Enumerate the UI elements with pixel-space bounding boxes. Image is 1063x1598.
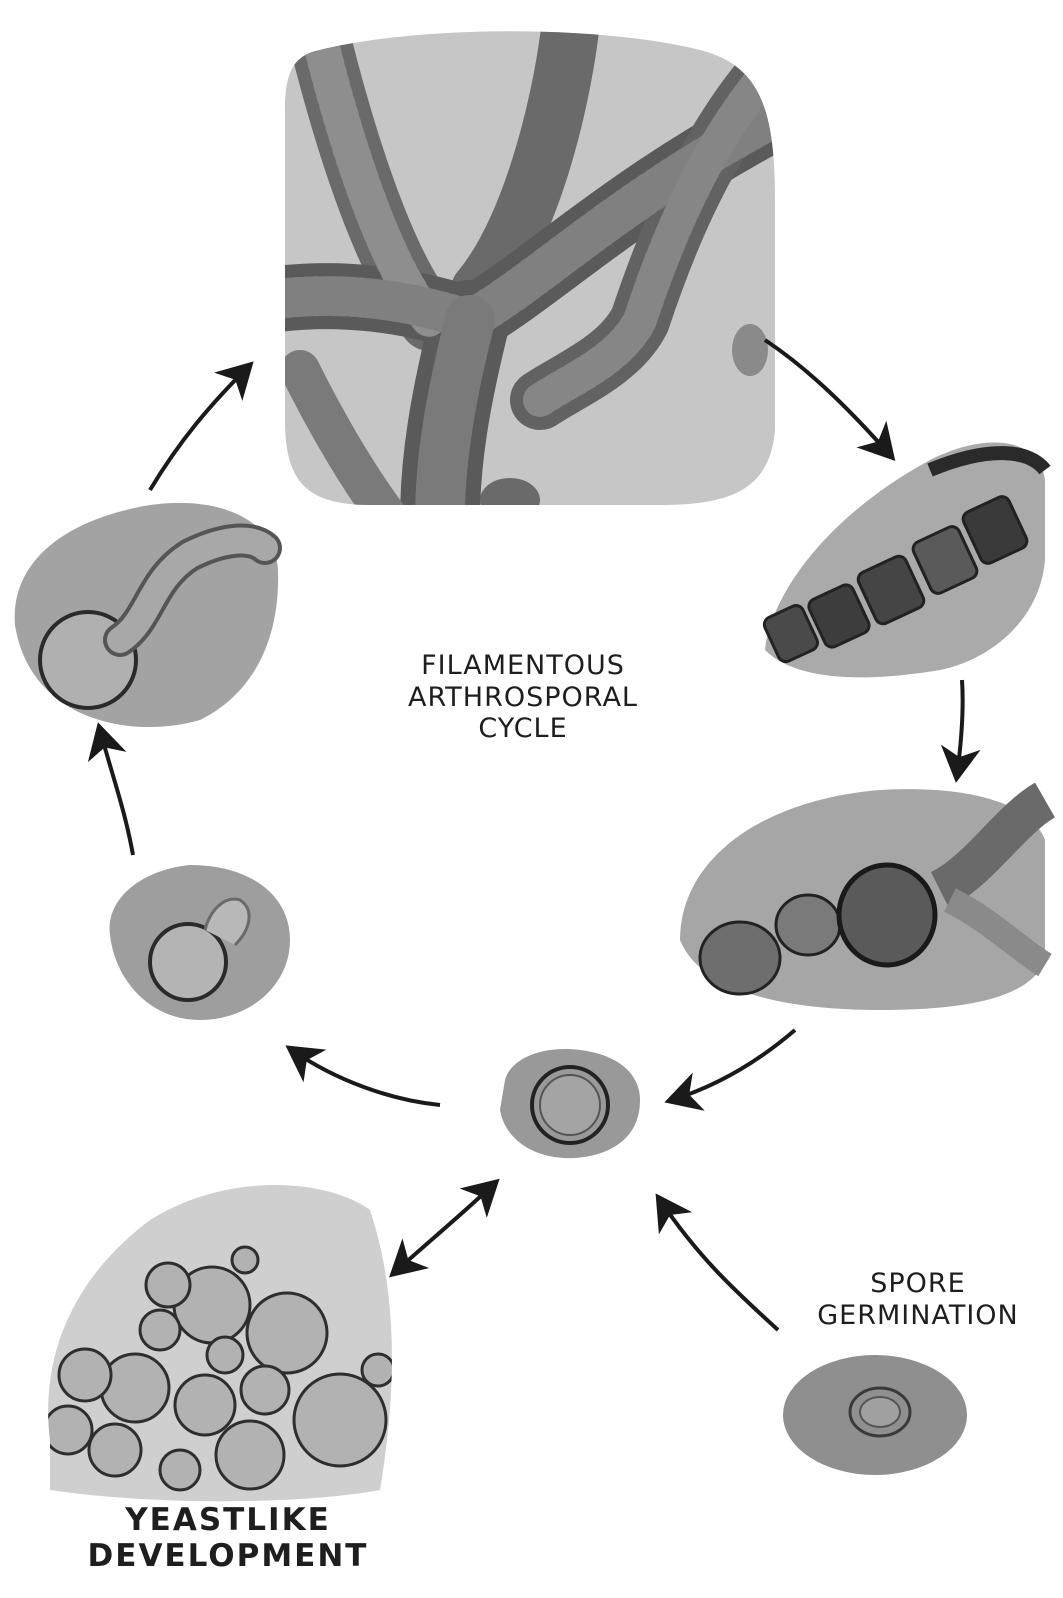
arrow-chain-to-rounding xyxy=(957,680,963,775)
label-line: FILAMENTOUS xyxy=(368,650,678,682)
hyphae-micrograph xyxy=(270,30,775,522)
label-line: GERMINATION xyxy=(798,1300,1038,1332)
spore-micrograph xyxy=(500,1049,640,1158)
label-line: SPORE xyxy=(798,1268,1038,1300)
arrow-emerging-to-elongated xyxy=(100,730,133,855)
arrow-elongated-to-hyphae xyxy=(150,367,248,490)
arrow-hyphae-to-chain xyxy=(765,340,890,455)
yeastlike-development-label: YEASTLIKE DEVELOPMENT xyxy=(78,1502,378,1575)
arthrospore-chain-micrograph xyxy=(762,443,1045,678)
germ-tube-emerging-micrograph xyxy=(110,865,290,1020)
germ-tube-elongated-micrograph xyxy=(15,503,278,727)
spore-germination-label: SPORE GERMINATION xyxy=(798,1268,1038,1331)
arrow-germinating-to-spore xyxy=(660,1200,778,1330)
yeastlike-cells-micrograph xyxy=(44,1185,394,1501)
arrow-spore-to-emerging xyxy=(292,1050,440,1105)
filamentous-arthrosporal-cycle-label: FILAMENTOUS ARTHROSPORAL CYCLE xyxy=(368,650,678,745)
label-line: CYCLE xyxy=(368,713,678,745)
label-line: ARTHROSPORAL xyxy=(368,682,678,714)
arrow-rounding-to-spore xyxy=(672,1030,795,1100)
rounding-arthrospores-micrograph xyxy=(680,789,1045,1010)
label-line: DEVELOPMENT xyxy=(78,1538,378,1574)
label-line: YEASTLIKE xyxy=(78,1502,378,1538)
germinating-spore-micrograph xyxy=(783,1355,967,1475)
arrow-spore-yeast-bidirectional xyxy=(395,1195,482,1272)
